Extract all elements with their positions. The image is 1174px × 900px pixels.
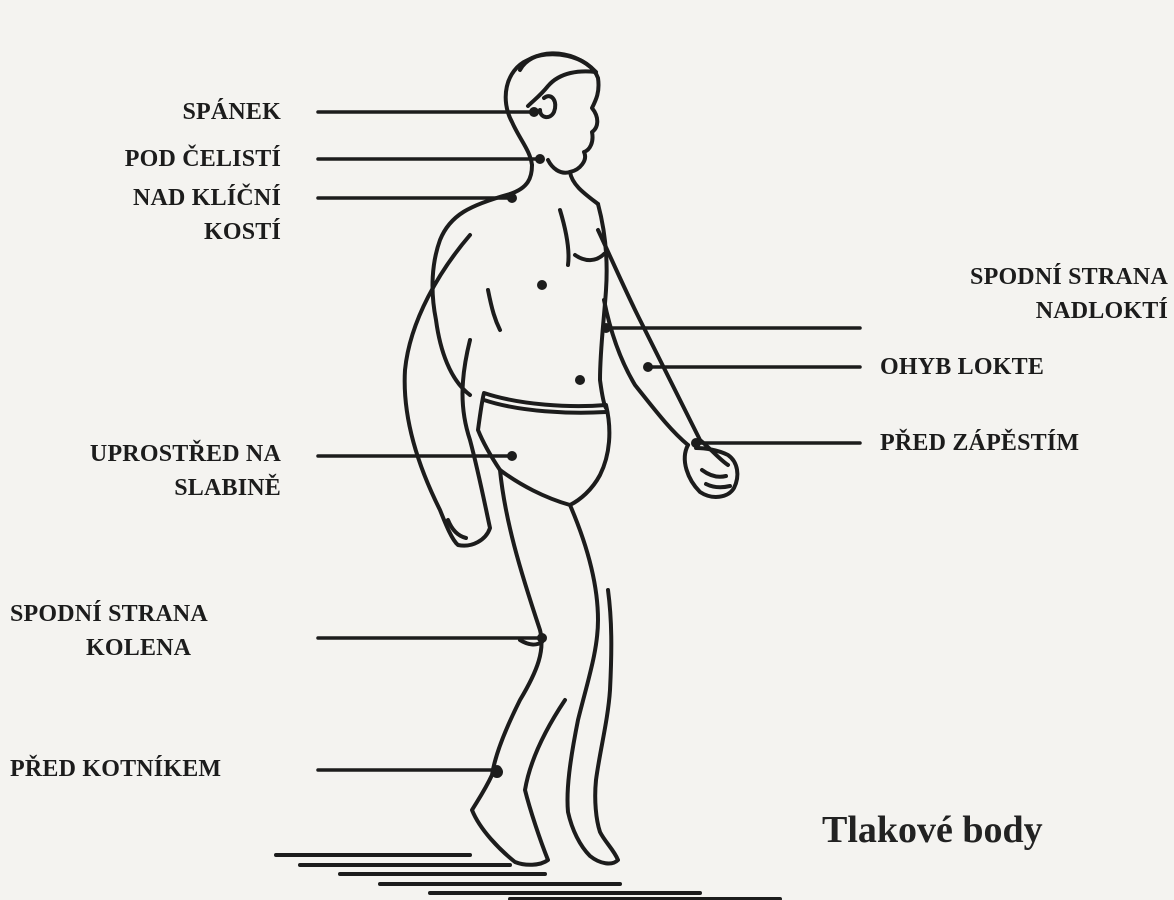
point-koleno <box>537 633 547 643</box>
label-line: PŘED ZÁPĚSTÍM <box>880 426 1079 460</box>
label-line: SPÁNEK <box>182 95 281 129</box>
label-line: SPODNÍ STRANA <box>10 597 208 631</box>
ground-lines <box>276 855 780 899</box>
label-line: UPROSTŘED NA <box>90 437 281 471</box>
point-zapesti <box>691 438 701 448</box>
label-line: KOLENA <box>10 631 208 665</box>
nipple-marker <box>539 282 545 288</box>
ribline <box>488 290 500 330</box>
label-line: PŘED KOTNÍKEM <box>10 752 221 786</box>
label-spodni-strana-kolena: SPODNÍ STRANA KOLENA <box>10 597 208 665</box>
point-kotnik <box>492 765 502 775</box>
label-pod-celisti: POD ČELISTÍ <box>125 142 281 176</box>
navel-marker <box>577 377 583 383</box>
label-pred-kotnikem: PŘED KOTNÍKEM <box>10 752 221 786</box>
label-line: NADLOKTÍ <box>970 294 1168 328</box>
point-loket <box>643 362 653 372</box>
ear <box>540 96 555 117</box>
diagram-caption: Tlakové body <box>822 808 1043 852</box>
point-nadlokti <box>601 323 611 333</box>
point-nad-klicni <box>507 193 517 203</box>
back-leg <box>472 470 565 865</box>
point-spanek <box>529 107 539 117</box>
torso-left <box>433 194 510 395</box>
label-uprostred-na-slabine: UPROSTŘED NA SLABINĚ <box>90 437 281 505</box>
label-spodni-strana-nadlokti: SPODNÍ STRANA NADLOKTÍ <box>970 260 1168 328</box>
label-pred-zapestim: PŘED ZÁPĚSTÍM <box>880 426 1079 460</box>
front-arm-inner <box>604 300 688 445</box>
neck <box>510 165 598 204</box>
point-pod-celisti <box>535 154 545 164</box>
point-slabina <box>507 451 517 461</box>
human-figure <box>405 53 738 864</box>
pec-line <box>575 254 604 260</box>
label-line: SPODNÍ STRANA <box>970 260 1168 294</box>
label-line: NAD KLÍČNÍ <box>133 181 281 215</box>
fist-knuckles <box>702 470 730 487</box>
label-line: POD ČELISTÍ <box>125 142 281 176</box>
back-arm <box>405 235 490 546</box>
label-line: KOSTÍ <box>133 215 281 249</box>
label-nad-klicni-kosti: NAD KLÍČNÍ KOSTÍ <box>133 181 281 249</box>
pressure-points <box>492 107 701 775</box>
front-leg <box>567 505 618 863</box>
hair <box>520 53 596 106</box>
label-line: SLABINĚ <box>90 471 281 505</box>
label-spanek: SPÁNEK <box>182 95 281 129</box>
chest-line <box>560 210 569 265</box>
label-ohyb-lokte: OHYB LOKTE <box>880 350 1044 384</box>
label-line: OHYB LOKTE <box>880 350 1044 384</box>
